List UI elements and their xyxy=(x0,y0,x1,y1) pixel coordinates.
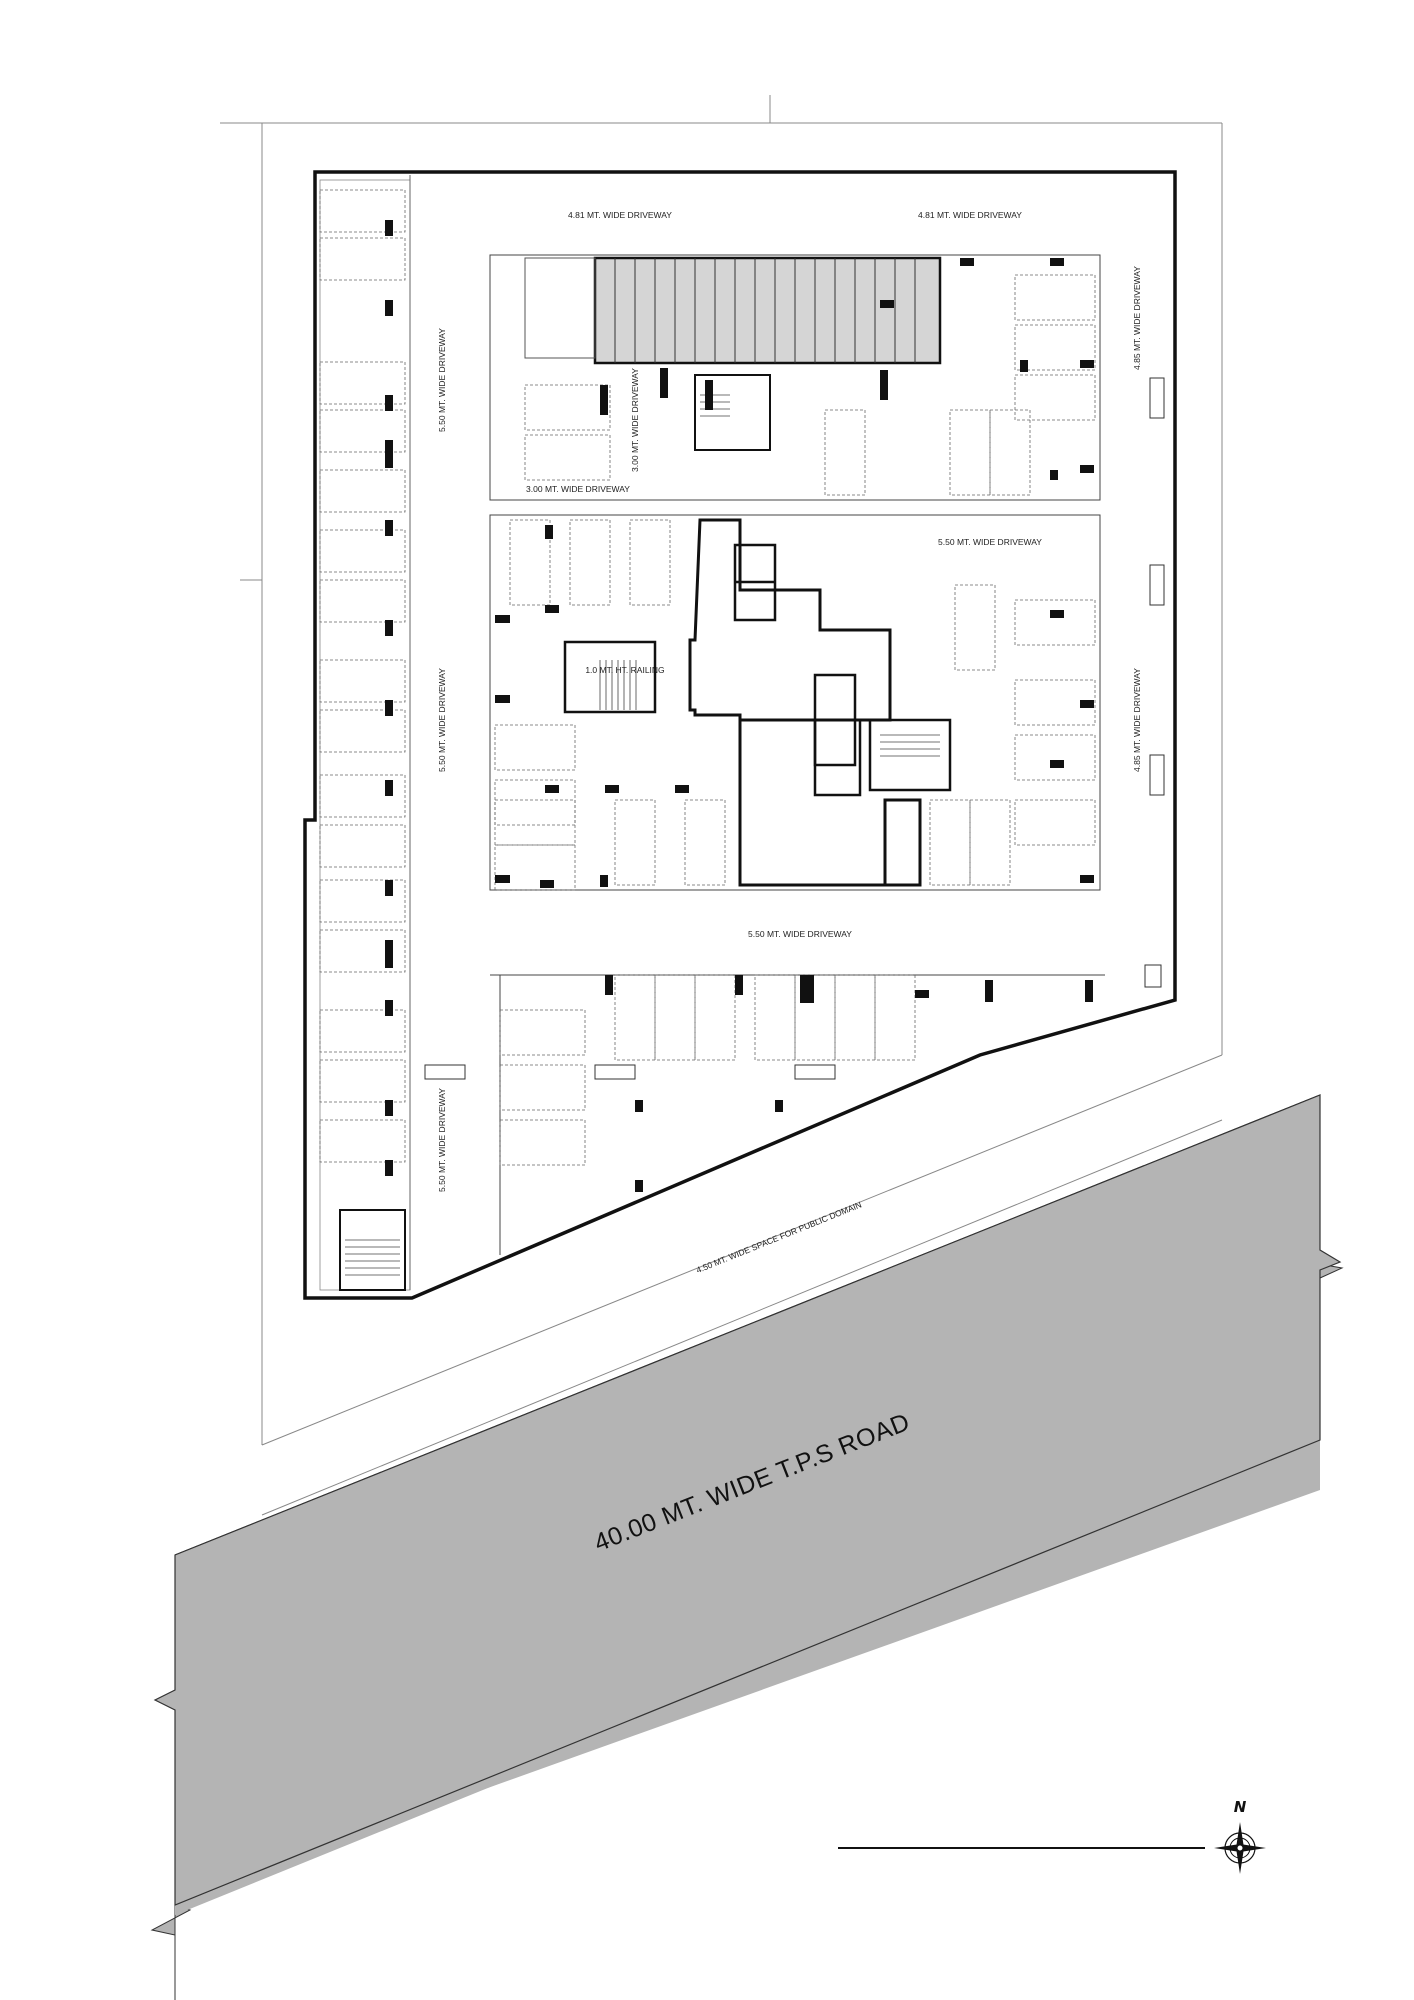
driveway-label-left-middle: 5.50 MT. WIDE DRIVEWAY xyxy=(437,668,447,772)
driveway-label-left-lower: 5.50 MT. WIDE DRIVEWAY xyxy=(437,1088,447,1192)
ramp xyxy=(524,256,942,365)
north-arrow-icon xyxy=(1214,1822,1266,1874)
driveway-label-middle-right: 5.50 MT. WIDE DRIVEWAY xyxy=(938,537,1042,547)
parking-stalls xyxy=(319,189,1096,1166)
lift-core-boxes xyxy=(733,543,862,797)
driveway-label-bottom: 5.50 MT. WIDE DRIVEWAY xyxy=(748,929,852,939)
staircase-bottom-left xyxy=(339,1209,406,1291)
driveway-label-inner-horizontal: 3.00 MT. WIDE DRIVEWAY xyxy=(526,484,630,494)
left-parking-column xyxy=(319,175,411,1291)
public-domain-label: 4.50 MT. WIDE SPACE FOR PUBLIC DOMAIN xyxy=(695,1199,863,1275)
driveway-label-top-left: 4.81 MT. WIDE DRIVEWAY xyxy=(568,210,672,220)
staircase-center-left: 1.0 MT. HT. RAILING xyxy=(563,640,665,714)
road-full xyxy=(153,1094,1342,1906)
driveway-label-top-right: 4.81 MT. WIDE DRIVEWAY xyxy=(918,210,1022,220)
driveway-label-inner-vertical: 3.00 MT. WIDE DRIVEWAY xyxy=(630,368,640,472)
driveway-label-left-upper: 5.50 MT. WIDE DRIVEWAY xyxy=(437,328,447,432)
driveway-label-right-upper: 4.85 MT. WIDE DRIVEWAY xyxy=(1132,266,1142,370)
structural-columns xyxy=(385,220,1094,1192)
building-outer-wall xyxy=(303,170,1177,1300)
north-label: N xyxy=(1234,1798,1247,1816)
central-block xyxy=(489,254,1105,1255)
plot-boundary xyxy=(220,95,1223,1516)
central-core xyxy=(688,518,922,887)
driveway-label-right-lower: 4.85 MT. WIDE DRIVEWAY xyxy=(1132,668,1142,772)
fixture-boxes xyxy=(424,377,1165,1080)
staircase-center-right xyxy=(868,718,952,792)
railing-note: 1.0 MT. HT. RAILING xyxy=(585,665,664,675)
